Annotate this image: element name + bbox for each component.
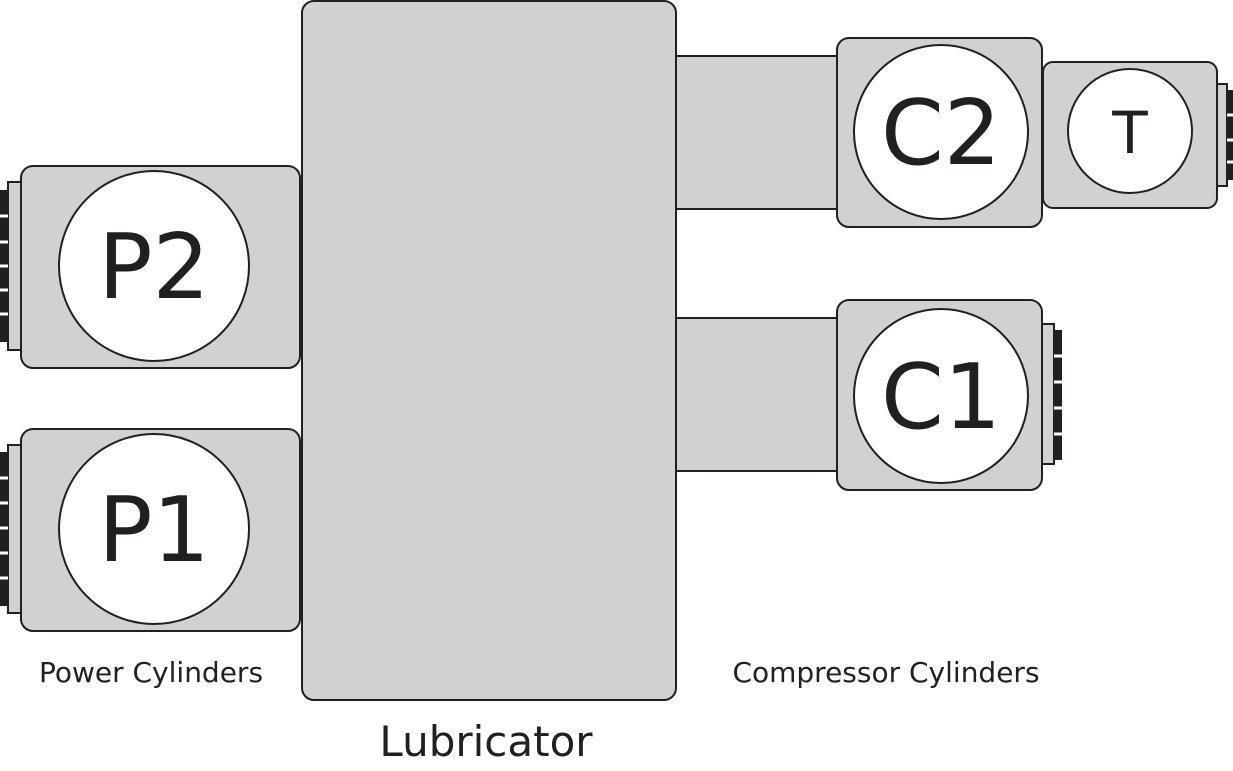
cylinder-label-p1: P1	[98, 478, 210, 583]
cylinder-label-p2: P2	[98, 215, 210, 320]
cylinder-label-t: T	[1111, 99, 1148, 167]
cylinder-t: T	[1042, 61, 1218, 209]
cylinder-c1: C1	[836, 299, 1043, 491]
cylinder-p1: P1	[20, 428, 301, 632]
cylinder-label-c1: C1	[881, 345, 1001, 450]
compressor-cylinders-label: Compressor Cylinders	[732, 656, 1039, 689]
cylinder-p2: P2	[20, 165, 301, 369]
connector-p1	[0, 444, 23, 614]
cylinder-label-c2: C2	[881, 81, 1001, 186]
lubricator-label: Lubricator	[379, 717, 593, 766]
power-cylinders-label: Power Cylinders	[39, 656, 263, 689]
pipe-c2	[669, 55, 843, 210]
cylinder-c2: C2	[836, 37, 1043, 228]
pipe-c1	[669, 317, 843, 472]
lubricator-body	[301, 0, 677, 701]
connector-p2	[0, 181, 23, 351]
connector-c1	[1039, 323, 1062, 465]
